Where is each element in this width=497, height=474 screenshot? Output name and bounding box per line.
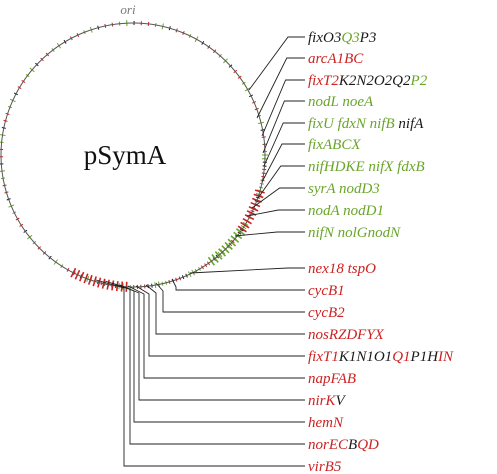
gene-label: fixT1K1N1O1Q1P1HIN	[308, 349, 454, 365]
gene-label-segment: V	[336, 393, 347, 409]
gene-label-segment: nifA	[395, 116, 425, 132]
gene-label-segment: P1H	[410, 349, 440, 365]
gene-label: nirKV	[308, 393, 347, 409]
gene-label-segment: fixU fdxN nifB	[308, 116, 395, 132]
gene-label-segment: napFAB	[308, 371, 356, 387]
gene-label: syrA nodD3	[308, 181, 380, 197]
leader-line	[171, 278, 305, 291]
gene-labels: fixO3Q3P3 arcA1BC fixT2K2N2O2Q2P2 nodL noeA…	[308, 30, 454, 474]
gene-label-segment: fixT2	[308, 73, 339, 89]
gene-label: napFAB	[308, 371, 356, 387]
gene-label-segment: arcA1BC	[308, 51, 364, 67]
leader-line	[248, 36, 305, 91]
gene-label-segment: syrA nodD3	[308, 181, 380, 197]
gene-label: fixT2K2N2O2Q2P2	[308, 73, 428, 89]
leader-line	[119, 284, 305, 401]
leader-line	[104, 280, 305, 445]
gene-label: nodL noeA	[308, 94, 374, 110]
leader-line	[135, 285, 305, 357]
gene-label-segment: Q3	[341, 30, 359, 46]
gene-label: fixABCX	[308, 137, 361, 153]
plasmid-name: pSymA	[84, 140, 167, 170]
gene-label: nosRZDFYX	[308, 327, 385, 343]
gene-label-segment: QD	[357, 437, 379, 453]
gene-label-segment: cycB2	[308, 305, 345, 321]
gene-label-segment: nosRZDFYX	[308, 327, 385, 343]
leader-line	[257, 165, 305, 199]
gene-label: arcA1BC	[308, 51, 364, 67]
leader-line	[256, 57, 305, 119]
leader-line	[145, 284, 305, 335]
leader-line	[95, 279, 305, 467]
leader-line	[246, 209, 305, 217]
leader-lines	[95, 36, 305, 467]
gene-label-segment: B	[348, 437, 357, 453]
leader-line	[111, 282, 305, 423]
gene-label-segment: K1N1O1	[338, 349, 392, 365]
gene-label-segment: K2N2O2Q2	[338, 73, 411, 89]
gene-label-segment: cycB1	[308, 283, 345, 299]
gene-label: cycB1	[308, 283, 345, 299]
gene-label-segment: fixT1	[308, 349, 339, 365]
gene-label-segment: hemN	[308, 415, 344, 431]
gene-label-segment: nirK	[308, 393, 337, 409]
gene-label: norECBQD	[308, 437, 379, 453]
gene-label-segment: P3	[359, 30, 377, 46]
leader-line	[263, 122, 305, 167]
leader-line	[234, 231, 305, 237]
gene-label-segment: nifN nolGnodN	[308, 225, 401, 241]
gene-label: nodA nodD1	[308, 203, 384, 219]
gene-label-segment: Q1	[392, 349, 410, 365]
gene-label-segment: nifHDKE nifX fdxB	[308, 159, 425, 175]
gene-label: cycB2	[308, 305, 345, 321]
leader-line	[155, 282, 305, 313]
gene-label-segment: fixO3	[308, 30, 341, 46]
gene-label-segment: nodA nodD1	[308, 203, 384, 219]
gene-label-segment: virB5	[308, 459, 342, 474]
leader-line	[189, 267, 305, 274]
gene-label: hemN	[308, 415, 344, 431]
gene-label: fixO3Q3P3	[308, 30, 376, 46]
gene-label-segment: norEC	[308, 437, 349, 453]
leader-line	[127, 285, 305, 379]
gene-label: fixU fdxN nifB nifA	[308, 116, 424, 132]
leader-line	[262, 100, 305, 154]
origin-label: ori	[120, 2, 136, 17]
gene-label-segment: P2	[410, 73, 428, 89]
gene-label-segment: nodL noeA	[308, 94, 374, 110]
gene-label: virB5	[308, 459, 342, 474]
plasmid-circle	[0, 22, 266, 288]
leader-line	[261, 143, 305, 183]
gene-label: nifHDKE nifX fdxB	[308, 159, 425, 175]
gene-label: nex18 tspO	[308, 261, 376, 277]
gene-label-segment: nex18 tspO	[308, 261, 376, 277]
gene-label-segment: fixABCX	[308, 137, 361, 153]
leader-line	[261, 79, 305, 137]
gene-label: nifN nolGnodN	[308, 225, 401, 241]
leader-line	[251, 187, 305, 209]
gene-label-segment: IN	[437, 349, 454, 365]
